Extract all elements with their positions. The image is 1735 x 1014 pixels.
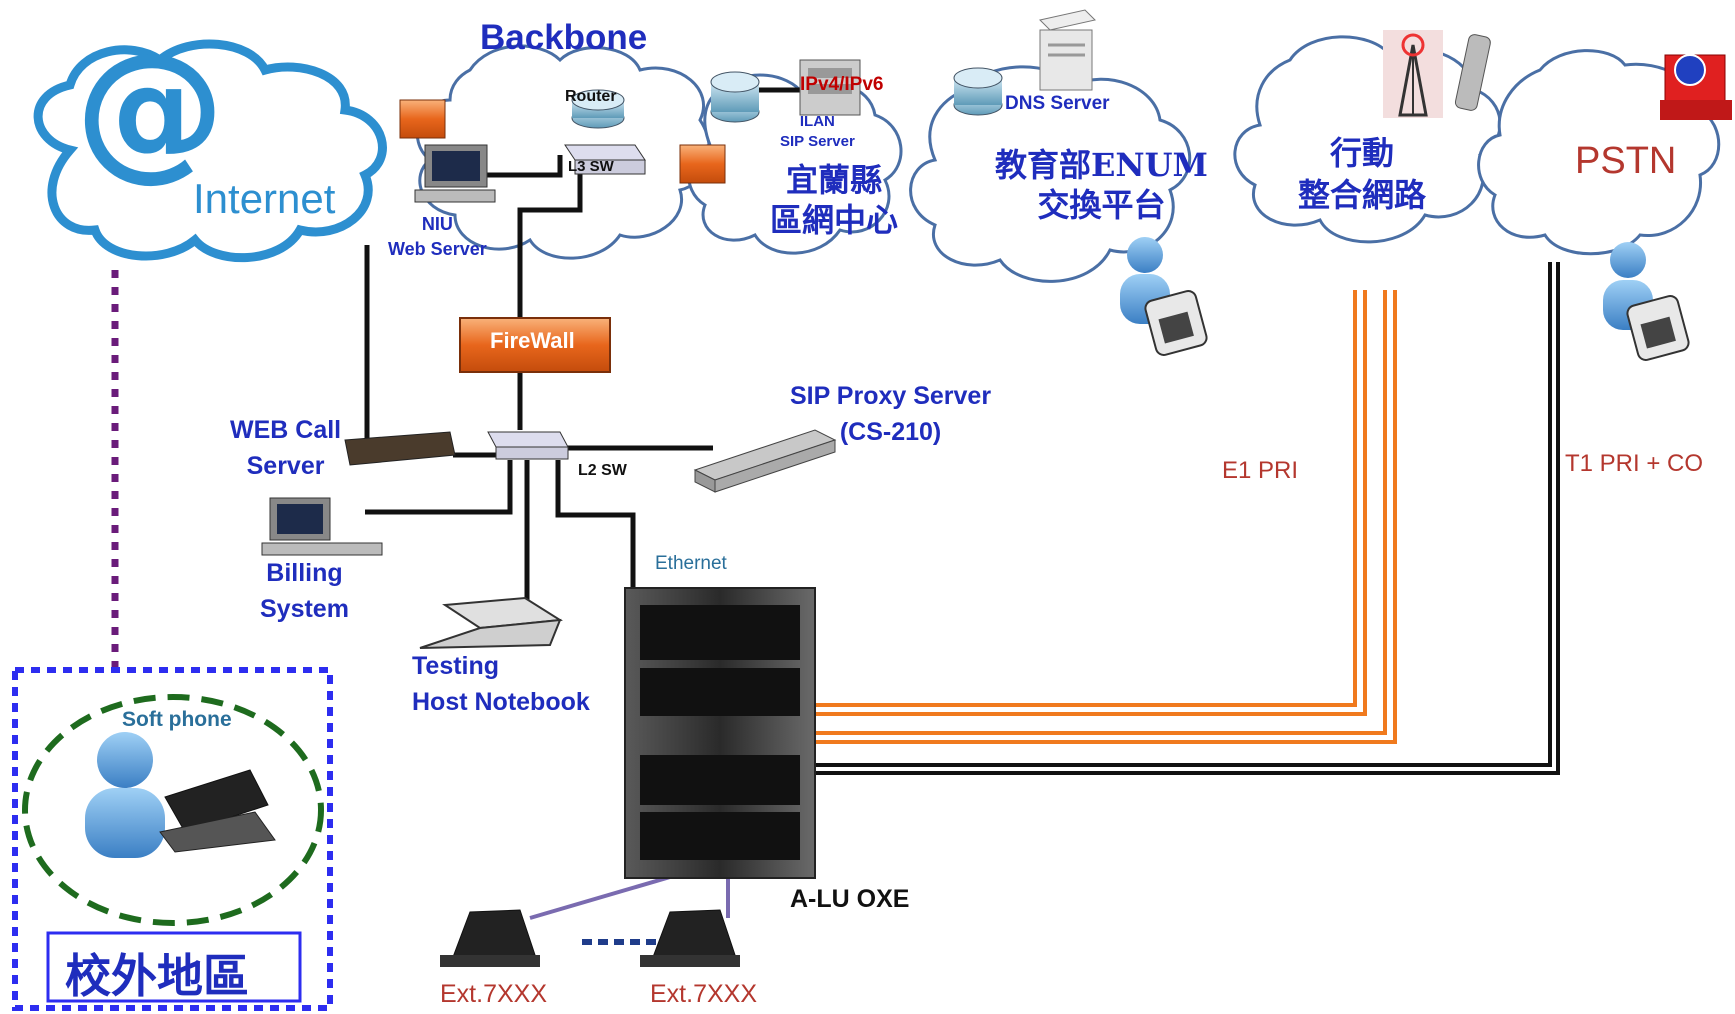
ext-label-2: Ext.7XXX [650, 980, 757, 1008]
backbone-label: Backbone [480, 18, 648, 57]
router-icon [571, 67, 1003, 129]
ilan-sip-server-label: ILAN SIP Server [780, 113, 855, 150]
mobile-phone-icon [1454, 34, 1491, 111]
l2-switch-icon [487, 431, 569, 460]
ip-phone-icon [440, 909, 740, 967]
softphone-ellipse [22, 694, 324, 926]
ethernet-label: Ethernet [655, 553, 727, 574]
yilan-center-label: 宜蘭縣 區網中心 [770, 161, 899, 239]
web-call-server-label: WEB Call Server [230, 416, 342, 480]
pstn-label: PSTN [1575, 140, 1677, 182]
ilan-sip-server-icon [799, 59, 861, 116]
svg-text:@: @ [75, 22, 225, 196]
offcampus-label: 校外地區 [65, 949, 249, 1003]
ext-label-1: Ext.7XXX [440, 980, 547, 1008]
e1-pri-link [795, 290, 1397, 744]
t1pri-label: T1 PRI + CO [1565, 450, 1704, 477]
alu-oxe-rack-icon [624, 587, 816, 879]
niu-web-server-label: NIU Web Server [388, 214, 487, 259]
person-icon [85, 237, 1653, 858]
testing-label: Testing Host Notebook [412, 652, 590, 716]
cell-tower-icon [1383, 30, 1443, 118]
l2sw-label: L2 SW [578, 462, 627, 479]
at-icon: @ [75, 22, 225, 196]
router-label: Router [565, 88, 617, 105]
pstn-switch-icon [1660, 54, 1732, 120]
mobile-network-label: 行動 整合網路 [1298, 134, 1427, 214]
firewall-appliance-icon [459, 317, 611, 373]
dns-server-icon [1039, 9, 1096, 91]
offcampus-box [12, 667, 333, 1011]
alu-oxe-label: A-LU OXE [790, 885, 910, 913]
offcampus-label-box [46, 931, 302, 1003]
web-call-server-icon [344, 431, 456, 466]
softphone-label: Soft phone [122, 708, 232, 731]
sip-proxy-label: SIP Proxy Server (CS-210) [790, 382, 992, 446]
t1-pri-link [815, 262, 1560, 775]
e1pri-label: E1 PRI [1222, 457, 1299, 484]
computer-icon [261, 144, 496, 556]
firewall-brick-icon [399, 99, 726, 184]
l3sw-label: L3 SW [568, 158, 614, 175]
dns-server-label: DNS Server [1005, 93, 1110, 114]
ipv4ipv6-label: IPv4/IPv6 [800, 74, 884, 95]
internet-cloud [33, 39, 387, 263]
sip-proxy-server-icon [693, 429, 837, 493]
l3-switch-icon [564, 144, 646, 175]
enum-platform-label: 教育部ENUM 交換平台 [995, 146, 1208, 224]
internet-label: Internet [193, 175, 336, 222]
notebook-icon [159, 596, 564, 853]
billing-label: Billing System [260, 559, 349, 623]
firewall-label: FireWall [490, 328, 575, 353]
desk-phone-icon [1144, 290, 1690, 361]
